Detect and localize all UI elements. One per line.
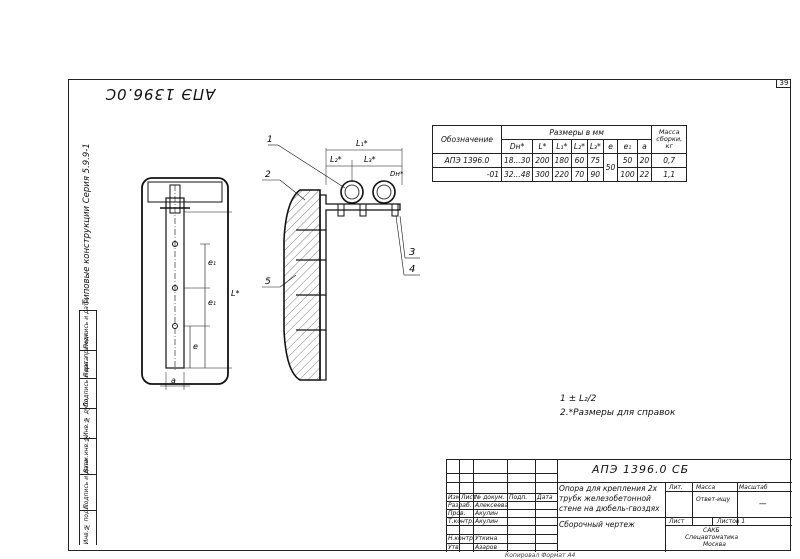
- row-header: Лист: [461, 494, 477, 501]
- cell-a: 20: [636, 153, 653, 168]
- cell-e1: 100: [617, 167, 638, 182]
- dim-label-Dn: Dн*: [390, 170, 404, 178]
- title-block: АПЭ 1396.0 СБ Изм Лист № докум. Подп. Да…: [446, 459, 792, 552]
- signer-role: Утв.: [448, 544, 461, 551]
- dim-label-e1b: e₁: [208, 298, 216, 307]
- cell-L2: 70: [570, 167, 588, 182]
- th-dims-group: Размеры в мм: [500, 125, 653, 140]
- cell-e: 50: [602, 153, 619, 182]
- org-line: САКБ: [703, 527, 720, 534]
- table-row: АПЭ 1396.0 18...30 200 180 60 75 50 50 2…: [432, 153, 688, 182]
- dim-label-L2: L₂*: [330, 155, 342, 164]
- cell-L: 300: [532, 167, 553, 182]
- row-header: Подп.: [509, 494, 528, 501]
- col-lit: Лит.: [669, 484, 683, 491]
- callout-3: 3: [409, 247, 415, 258]
- signer-name: Акулин: [475, 518, 498, 525]
- dim-label-e: e: [193, 342, 198, 351]
- callout-2: 2: [265, 170, 271, 180]
- row-header: № докум.: [475, 494, 505, 501]
- callout-1: 1: [267, 135, 273, 145]
- signer-role: Т.контр.: [448, 518, 475, 525]
- scale-value: —: [759, 499, 767, 508]
- table-row: -01 32...48 300 220 70 90 100 22 1,1: [432, 167, 688, 182]
- title-line: стене на дюбель-гвоздях: [559, 504, 660, 513]
- col-scale: Масштаб: [739, 484, 768, 491]
- side-cell: Подпись и дата: [80, 357, 96, 409]
- row-header: Изм: [448, 494, 461, 501]
- th-col: a: [636, 139, 653, 154]
- dim-label-L: L*: [231, 289, 239, 298]
- side-cell: Инв.№ дубл.: [80, 397, 96, 439]
- signer-name: Азаров: [475, 544, 497, 551]
- cell-e1: 50: [617, 153, 638, 168]
- th-col: e: [602, 139, 619, 154]
- sheet-number: 39: [776, 79, 791, 88]
- cell-L3: 75: [586, 153, 604, 168]
- th-col: L₃*: [586, 139, 604, 154]
- title-line: трубк железобетонной: [559, 494, 651, 503]
- notes: 1 ± L₂/2 2.*Размеры для справок: [560, 392, 675, 420]
- th-mass: Масса сборки, кг: [651, 125, 688, 154]
- cell-mass: 1,1: [651, 167, 688, 182]
- cell-L1: 180: [551, 153, 572, 168]
- dim-label-a: a: [171, 376, 176, 385]
- signer-role: Н.контр.: [448, 535, 475, 542]
- drawing-type: Сборочный чертеж: [559, 520, 635, 529]
- side-cell: Взам.инв.№: [80, 435, 96, 475]
- front-view: e₁ e₁ L* e a: [141, 177, 239, 390]
- org-line: Спецавтоматика: [685, 534, 739, 541]
- dimensions-table: Обозначение Размеры в мм Масса сборки, к…: [432, 125, 688, 182]
- note-2: 2.*Размеры для справок: [560, 408, 676, 418]
- signer-role: Пров.: [448, 510, 466, 517]
- dim-label-e1: e₁: [208, 258, 216, 267]
- signer-role: Разраб.: [448, 502, 472, 509]
- cell-a: 22: [636, 167, 653, 182]
- doc-code: АПЭ 1396.0 СБ: [592, 463, 690, 476]
- side-cell: Инв.№ подл.: [80, 504, 96, 546]
- cell-L1: 220: [551, 167, 572, 182]
- cell-mass: 0,7: [651, 153, 688, 168]
- side-cell: Подпись и дата: [80, 459, 96, 511]
- signer-name: Алексеева: [475, 502, 509, 509]
- cell-dn: 18...30: [500, 153, 534, 168]
- title-line: Опора для крепления 2х: [559, 484, 658, 493]
- cell-dn: 32...48: [500, 167, 534, 182]
- cell-designation: -01: [432, 167, 502, 182]
- row-header: Дата: [537, 494, 553, 501]
- callout-4: 4: [409, 264, 415, 275]
- org-line: Москва: [703, 541, 726, 548]
- th-col: L₁*: [551, 139, 572, 154]
- note-1: 1 ± L₂/2: [560, 394, 597, 404]
- section-view: L₁* L₂* L₃* Dн* 1 2 5 3 4: [262, 135, 420, 381]
- footer-text: Копировал Формат А4: [505, 552, 576, 559]
- cell-L3: 90: [586, 167, 604, 182]
- signer-name: Акулин: [475, 510, 498, 517]
- th-col: L₂*: [570, 139, 588, 154]
- cell-L: 200: [532, 153, 553, 168]
- cell-L2: 60: [570, 153, 588, 168]
- cell-designation: АПЭ 1396.0: [432, 153, 502, 168]
- th-col: e₁: [617, 139, 638, 154]
- mass-value: Ответ-ищу: [696, 496, 731, 503]
- drawing-frame: [68, 79, 791, 551]
- side-cell: Перв. примен.: [80, 332, 96, 379]
- th-designation: Обозначение: [432, 125, 502, 154]
- sheets-label: Листов 1: [717, 518, 746, 525]
- col-mass: Масса: [696, 484, 716, 491]
- dim-label-L3: L₃*: [364, 155, 376, 164]
- th-col: Dн*: [500, 139, 534, 154]
- signer-name: Уткина: [475, 535, 498, 542]
- dim-label-L1: L₁*: [356, 139, 368, 148]
- side-cell: Подпись и дата: [80, 299, 96, 351]
- sheet-label: Лист: [669, 518, 685, 525]
- th-col: L*: [532, 139, 553, 154]
- callout-5: 5: [265, 277, 271, 287]
- side-stamp: Подпись и дата Перв. примен. Подпись и д…: [79, 299, 97, 546]
